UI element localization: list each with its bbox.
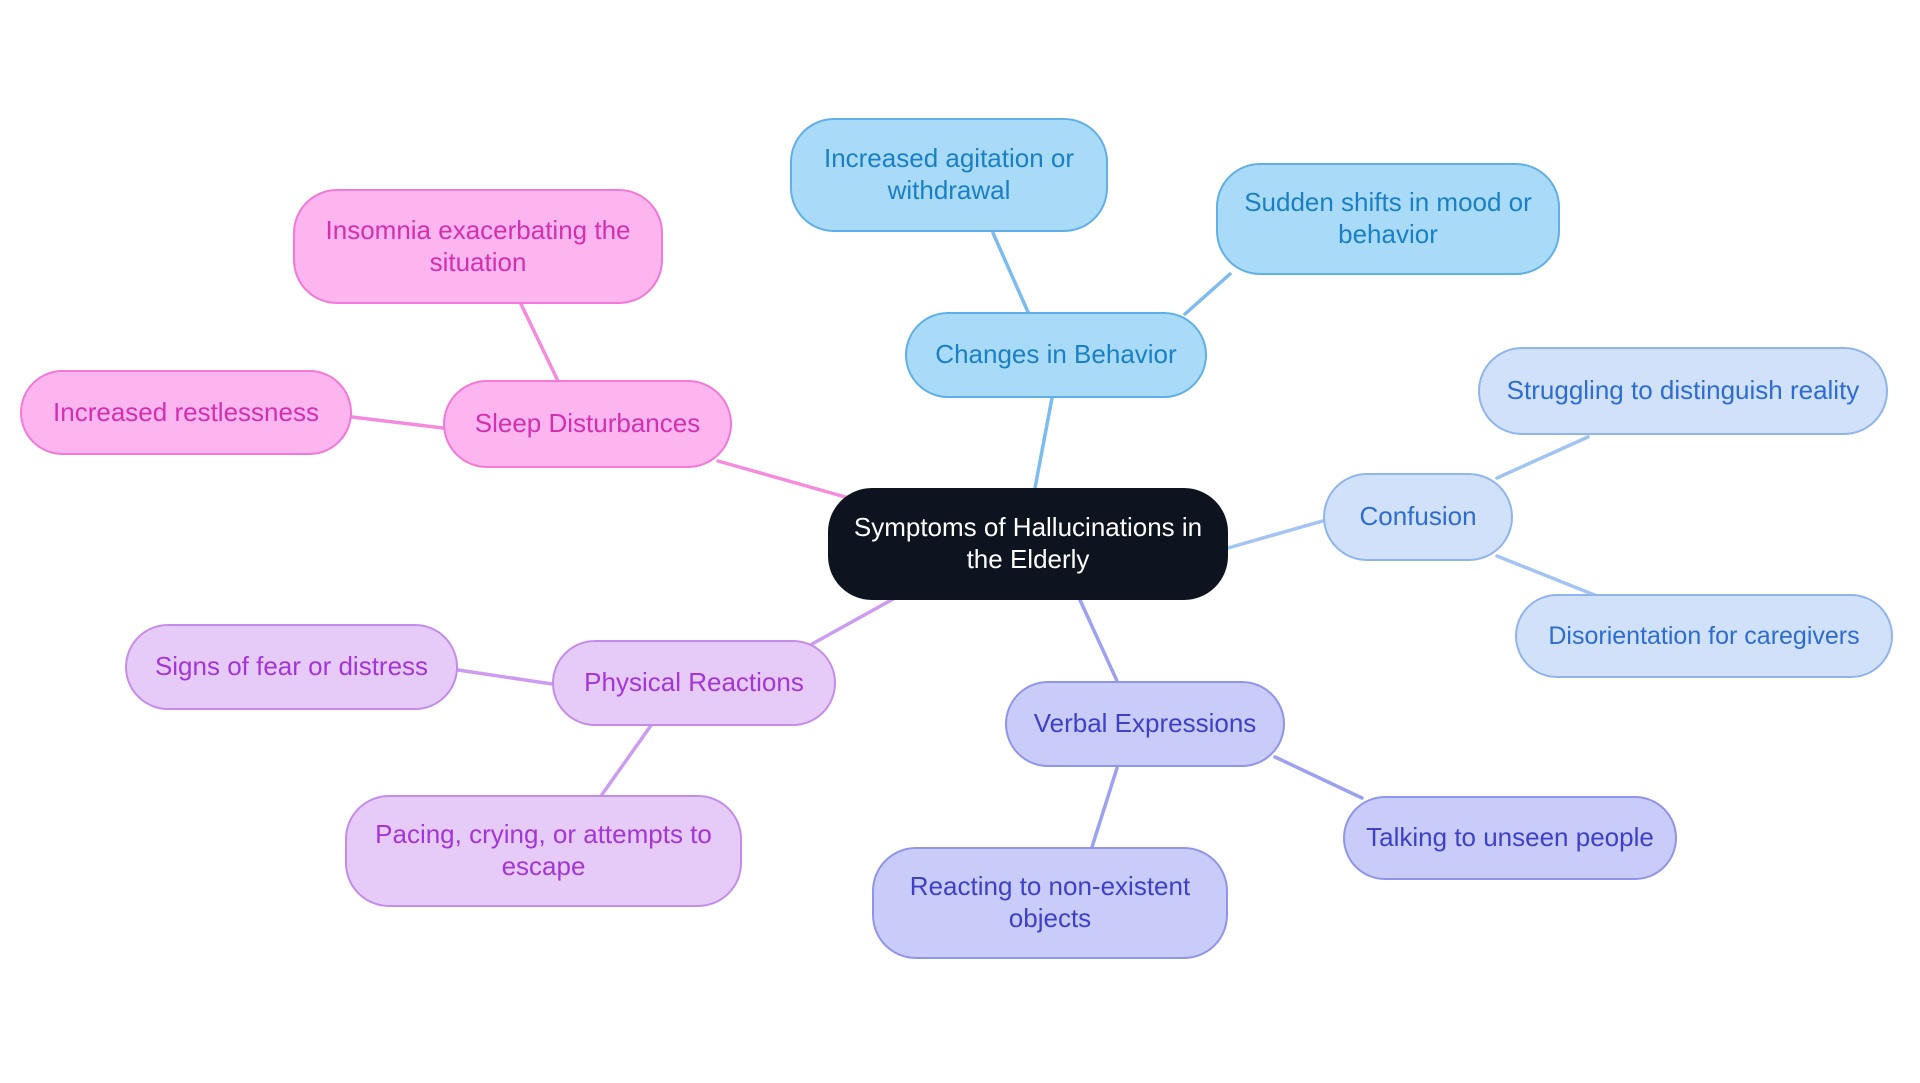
edge-confusion-struggling xyxy=(1495,435,1590,480)
mindmap-node-restless[interactable]: Increased restlessness xyxy=(20,370,352,455)
node-label: Sudden shifts in mood or behavior xyxy=(1244,187,1532,249)
mindmap-node-struggling[interactable]: Struggling to distinguish reality xyxy=(1478,347,1888,435)
edge-verbal-talking xyxy=(1273,755,1364,800)
mindmap-node-pacing[interactable]: Pacing, crying, or attempts to escape xyxy=(345,795,742,907)
mindmap-node-insomnia[interactable]: Insomnia exacerbating the situation xyxy=(293,189,663,304)
mindmap-node-sudden[interactable]: Sudden shifts in mood or behavior xyxy=(1216,163,1560,275)
node-label: Symptoms of Hallucinations in the Elderl… xyxy=(853,512,1203,574)
edge-agitation-changes xyxy=(991,231,1030,314)
node-label: Verbal Expressions xyxy=(1033,708,1257,739)
node-label: Reacting to non-existent objects xyxy=(909,871,1191,933)
mindmap-node-agitation[interactable]: Increased agitation or withdrawal xyxy=(790,118,1108,232)
edge-restless-sleep xyxy=(350,415,445,430)
mindmap-node-signs[interactable]: Signs of fear or distress xyxy=(125,624,458,710)
edge-sudden-changes xyxy=(1183,272,1232,316)
edge-central-confusion xyxy=(1226,518,1328,550)
node-label: Sleep Disturbances xyxy=(474,408,701,439)
mindmap-node-changes[interactable]: Changes in Behavior xyxy=(905,312,1207,398)
node-label: Disorientation for caregivers xyxy=(1548,621,1860,650)
edge-verbal-reacting xyxy=(1090,766,1119,849)
edge-changes-central xyxy=(1033,396,1054,490)
edge-confusion-disorientation xyxy=(1495,554,1599,598)
node-label: Physical Reactions xyxy=(584,667,804,698)
edge-central-verbal xyxy=(1078,598,1119,683)
node-label: Pacing, crying, or attempts to escape xyxy=(375,819,712,881)
mindmap-node-verbal[interactable]: Verbal Expressions xyxy=(1005,681,1285,767)
node-label: Changes in Behavior xyxy=(935,339,1177,370)
node-label: Signs of fear or distress xyxy=(154,651,429,682)
node-label: Increased agitation or withdrawal xyxy=(823,143,1075,205)
edge-sleep-central xyxy=(716,459,858,502)
edge-central-physical xyxy=(810,596,897,646)
edge-insomnia-sleep xyxy=(518,300,560,383)
edge-physical-signs xyxy=(456,668,554,686)
edge-physical-pacing xyxy=(599,722,654,798)
mindmap-node-disorientation[interactable]: Disorientation for caregivers xyxy=(1515,594,1893,678)
mindmap-node-reacting[interactable]: Reacting to non-existent objects xyxy=(872,847,1228,959)
mindmap-node-confusion[interactable]: Confusion xyxy=(1323,473,1513,561)
mindmap-node-talking[interactable]: Talking to unseen people xyxy=(1343,796,1677,880)
node-label: Confusion xyxy=(1359,501,1477,532)
node-label: Insomnia exacerbating the situation xyxy=(325,214,631,277)
node-label: Increased restlessness xyxy=(53,396,319,427)
mindmap-node-sleep[interactable]: Sleep Disturbances xyxy=(443,380,732,468)
node-label: Struggling to distinguish reality xyxy=(1506,375,1860,406)
mindmap-node-central[interactable]: Symptoms of Hallucinations in the Elderl… xyxy=(828,488,1228,600)
node-label: Talking to unseen people xyxy=(1366,822,1654,853)
mindmap-node-physical[interactable]: Physical Reactions xyxy=(552,640,836,726)
